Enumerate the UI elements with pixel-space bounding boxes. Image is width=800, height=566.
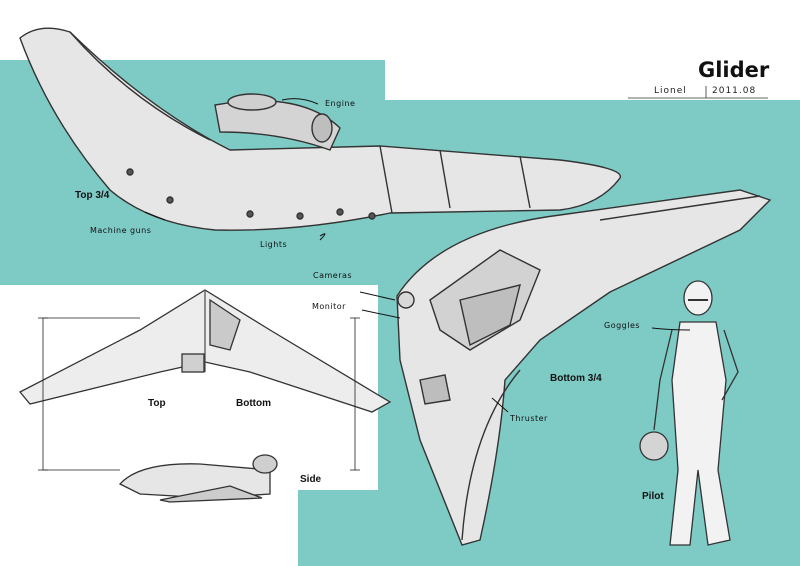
label-side: Side bbox=[300, 474, 322, 485]
label-bottom-three-quarter: Bottom 3/4 bbox=[550, 373, 602, 384]
pilot-drawing bbox=[639, 280, 739, 546]
artist-signature: Lionel bbox=[654, 86, 687, 96]
callout-machine-guns: Machine guns bbox=[90, 226, 152, 235]
glider-top-bottom-drawing bbox=[18, 289, 392, 413]
callout-thruster: Thruster bbox=[510, 414, 548, 423]
label-top: Top bbox=[148, 398, 166, 409]
glider-side-drawing bbox=[118, 454, 278, 503]
callout-leaders bbox=[144, 98, 691, 413]
callout-monitor: Monitor bbox=[312, 302, 346, 311]
sheet-date: 2011.08 bbox=[712, 86, 757, 96]
signature-rule bbox=[628, 86, 768, 99]
glider-top-three-quarter-drawing bbox=[19, 27, 621, 231]
sheet-title: Glider bbox=[698, 58, 770, 82]
dimension-guides bbox=[38, 317, 360, 471]
callout-cameras: Cameras bbox=[313, 271, 353, 280]
label-top-three-quarter: Top 3/4 bbox=[75, 190, 110, 201]
callout-goggles: Goggles bbox=[604, 321, 641, 330]
callout-engine: Engine bbox=[325, 99, 356, 108]
glider-bottom-three-quarter-drawing bbox=[396, 189, 772, 546]
callout-lights: Lights bbox=[260, 240, 288, 249]
label-pilot: Pilot bbox=[642, 491, 664, 502]
label-bottom: Bottom bbox=[236, 398, 271, 409]
